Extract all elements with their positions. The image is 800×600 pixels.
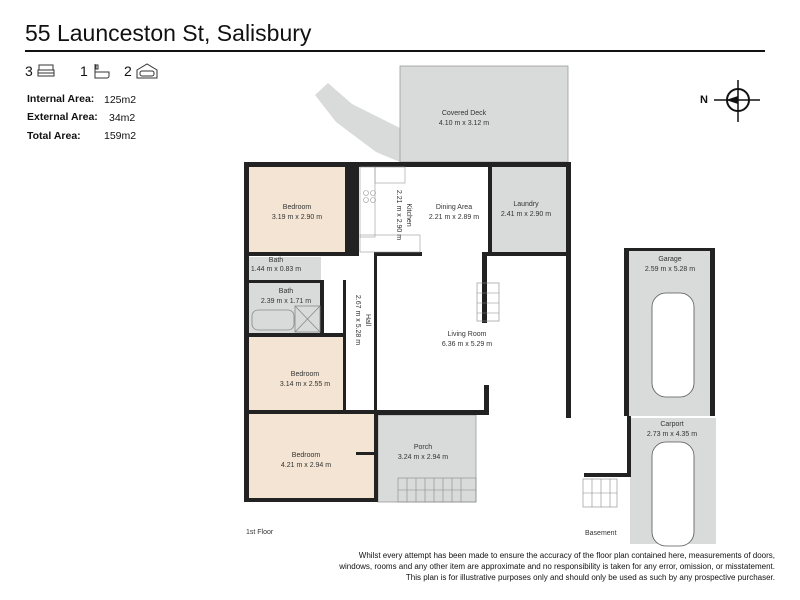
room-laundry: Laundry 2.41 m x 2.90 m <box>501 200 551 220</box>
bed-icon <box>37 64 55 77</box>
car-icon <box>651 292 695 547</box>
car-count: 2 <box>124 63 158 79</box>
room-name: Bedroom <box>282 204 312 211</box>
walls <box>244 162 571 502</box>
room-bedroom-1: Bedroom 3.19 m x 2.90 m <box>272 203 322 223</box>
room-name: Bedroom <box>291 452 321 459</box>
bath <box>249 283 321 333</box>
car-count-value: 2 <box>124 63 132 79</box>
room-bath-small: Bath 1.44 m x 0.83 m <box>251 256 301 274</box>
room-name: Garage <box>658 256 682 263</box>
porch-stairs <box>397 477 477 503</box>
room-dims: 2.59 m x 5.28 m <box>644 266 696 273</box>
room-garage: Garage 2.59 m x 5.28 m <box>645 255 695 275</box>
room-dims: 1.44 m x 0.83 m <box>250 266 302 273</box>
kitchen <box>360 166 420 252</box>
room-name: Hall <box>364 313 371 327</box>
property-title: 55 Launceston St, Salisbury <box>25 20 312 46</box>
bath-small <box>249 257 321 280</box>
bedroom-2 <box>249 337 343 411</box>
bedroom-count-value: 3 <box>25 63 33 79</box>
room-name: Kitchen <box>405 203 412 227</box>
room-name: Covered Deck <box>441 110 487 117</box>
bedroom-count: 3 <box>25 63 55 79</box>
disclaimer-line: This plan is for illustrative purposes o… <box>405 573 775 582</box>
room-dims: 4.10 m x 3.12 m <box>438 120 490 127</box>
disclaimer-line: windows, rooms and any other item are ap… <box>339 562 775 571</box>
room-covered-deck: Covered Deck 4.10 m x 3.12 m <box>439 109 489 129</box>
bedroom-1 <box>249 166 345 252</box>
compass-icon <box>714 80 760 122</box>
room-bedroom-3: Bedroom 4.21 m x 2.94 m <box>281 451 331 471</box>
porch <box>377 414 477 503</box>
room-dims: 2.21 m x 2.89 m <box>428 214 480 221</box>
garage-car-icon <box>136 63 158 79</box>
room-porch: Porch 3.24 m x 2.94 m <box>398 443 448 463</box>
bathroom-count-value: 1 <box>80 63 88 79</box>
internal-area-value: 125m2 <box>104 94 137 106</box>
room-bedroom-2: Bedroom 3.14 m x 2.55 m <box>280 370 330 390</box>
room-dims: 2.67 m x 5.28 m <box>354 294 361 346</box>
room-name: Bath <box>278 288 294 295</box>
external-area-value: 34m2 <box>109 112 136 124</box>
bathroom-count: 1 <box>80 63 110 79</box>
room-dims: 2.39 m x 1.71 m <box>260 298 312 305</box>
compass-north-label: N <box>700 94 708 106</box>
garage-walls <box>584 248 715 477</box>
total-area-label: Total Area: <box>27 130 81 142</box>
room-dining-area: Dining Area 2.21 m x 2.89 m <box>429 203 479 223</box>
disclaimer-line: Whilst every attempt has been made to en… <box>358 551 775 560</box>
deck-ramp <box>315 83 400 162</box>
room-name: Living Room <box>447 331 487 338</box>
room-name: Laundry <box>513 201 539 208</box>
room-name: Dining Area <box>435 204 473 211</box>
external-area-label: External Area: <box>27 111 98 123</box>
room-dims: 3.24 m x 2.94 m <box>397 454 449 461</box>
room-carport: Carport 2.73 m x 4.35 m <box>647 420 697 440</box>
room-name: Carport <box>660 421 684 428</box>
basement-stairs <box>582 478 618 508</box>
room-name: Bedroom <box>290 371 320 378</box>
living-stairs <box>476 282 500 322</box>
room-name: Bath <box>268 257 284 264</box>
internal-area-label: Internal Area: <box>27 93 95 105</box>
bedroom-3 <box>249 414 374 500</box>
room-dims: 4.21 m x 2.94 m <box>280 462 332 469</box>
title-divider <box>25 50 765 52</box>
floor-label-basement: Basement <box>585 530 617 537</box>
room-dims: 3.14 m x 2.55 m <box>279 381 331 388</box>
room-dims: 2.41 m x 2.90 m <box>500 211 552 218</box>
disclaimer: Whilst every attempt has been made to en… <box>339 550 775 583</box>
room-dims: 2.21 m x 2.90 m <box>395 189 402 241</box>
room-living-room: Living Room 6.36 m x 5.29 m <box>442 330 492 350</box>
bath-icon <box>94 64 110 79</box>
floor-label-first: 1st Floor <box>246 529 274 536</box>
kitchen-fixtures <box>359 166 421 253</box>
room-dims: 6.36 m x 5.29 m <box>441 341 493 348</box>
laundry <box>492 166 566 252</box>
room-dims: 2.73 m x 4.35 m <box>646 431 698 438</box>
room-dims: 3.19 m x 2.90 m <box>271 214 323 221</box>
room-bath: Bath 2.39 m x 1.71 m <box>261 287 311 307</box>
bathtub <box>251 305 321 333</box>
total-area-value: 159m2 <box>104 130 137 142</box>
room-name: Porch <box>413 444 433 451</box>
